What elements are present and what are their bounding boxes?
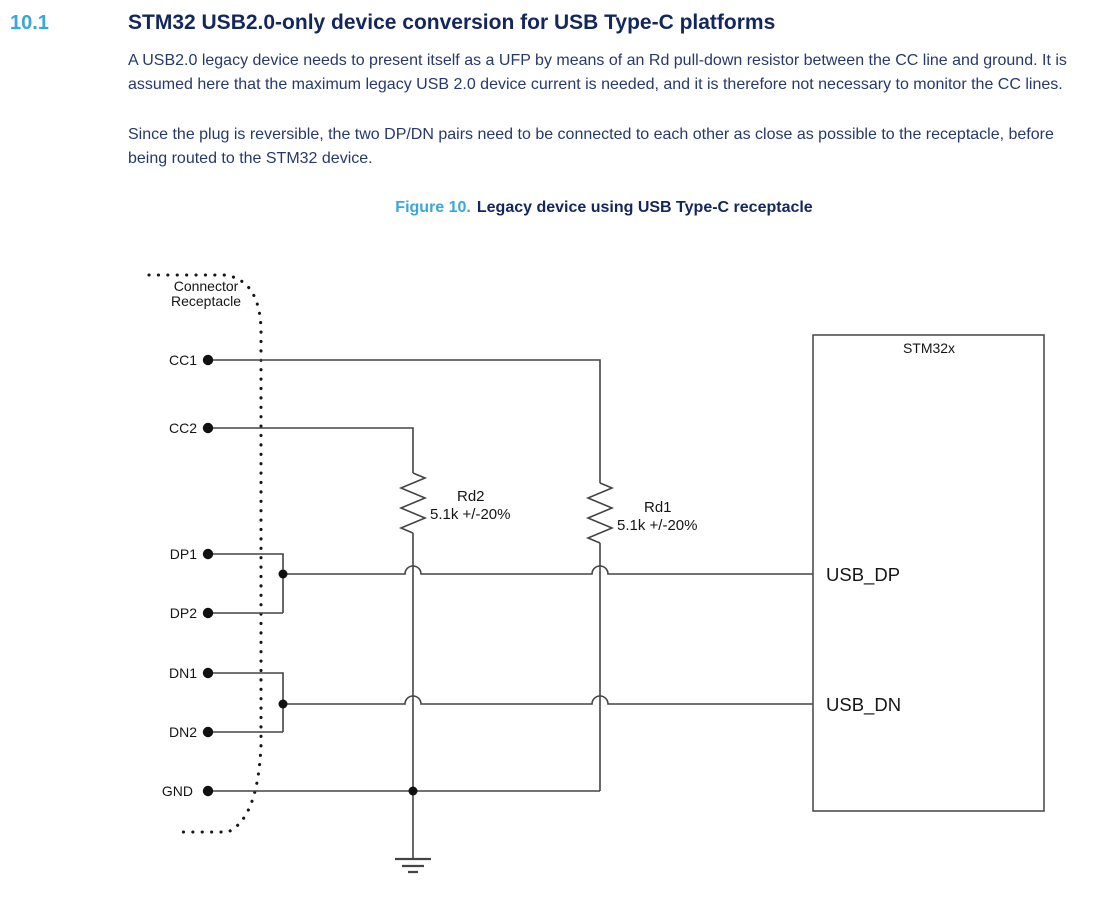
resistor-rd1-value: 5.1k +/-20%: [617, 517, 697, 534]
pin-label-dp2: DP2: [170, 605, 197, 621]
figure-title: Legacy device using USB Type-C receptacl…: [476, 199, 813, 216]
connector-boundary-dotted-line: [147, 273, 263, 834]
ground-symbol: [395, 857, 431, 874]
pin-dot-dn2: [202, 726, 214, 738]
section-heading-row: 10.1 STM32 USB2.0-only device conversion…: [10, 11, 1080, 35]
wire-cc2: [208, 427, 414, 473]
resistor-rd2-symbol: [398, 472, 428, 534]
resistor-rd2-name: Rd2: [457, 488, 485, 505]
pin-dot-dp1: [202, 548, 214, 560]
paragraph-1: A USB2.0 legacy device needs to present …: [128, 52, 1067, 93]
stm32-chip-label: STM32x: [903, 340, 955, 356]
pin-dot-cc2: [202, 422, 214, 434]
pin-dot-dp2: [202, 607, 214, 619]
stm32-box: [812, 334, 1045, 812]
pin-label-cc2: CC2: [169, 420, 197, 436]
resistor-rd1-name: Rd1: [644, 499, 672, 516]
pin-dot-dn1: [202, 667, 214, 679]
connector-label-line1: Connector: [174, 278, 239, 294]
pin-label-dp1: DP1: [170, 546, 197, 562]
wire-cc1: [208, 359, 601, 483]
connector-label-line2: Receptacle: [171, 293, 241, 309]
junction-dot-gnd: [408, 786, 418, 796]
section-number: 10.1: [10, 12, 49, 34]
figure-label: Figure 10.: [395, 199, 471, 216]
chip-pin-label-usb-dn: USB_DN: [826, 694, 901, 716]
wire-dn-pair: [208, 672, 284, 733]
paragraph-2: Since the plug is reversible, the two DP…: [128, 126, 1054, 167]
junction-dot-dn: [278, 699, 288, 709]
pin-label-gnd: GND: [162, 783, 193, 799]
pin-label-cc1: CC1: [169, 352, 197, 368]
junction-dot-dp: [278, 569, 288, 579]
pin-dot-gnd: [202, 785, 214, 797]
pin-label-dn2: DN2: [169, 724, 197, 740]
wire-dp-pair: [208, 553, 284, 614]
figure-caption: Figure 10. Legacy device using USB Type-C…: [128, 199, 1080, 217]
wire-usb-dn: [283, 695, 813, 705]
resistor-rd2-value: 5.1k +/-20%: [430, 506, 510, 523]
wire-usb-dp: [283, 565, 813, 575]
pin-label-dn1: DN1: [169, 665, 197, 681]
section-title: STM32 USB2.0-only device conversion for …: [128, 11, 776, 34]
chip-pin-label-usb-dp: USB_DP: [826, 564, 900, 586]
pin-dot-cc1: [202, 354, 214, 366]
resistor-rd1-symbol: [585, 482, 615, 544]
